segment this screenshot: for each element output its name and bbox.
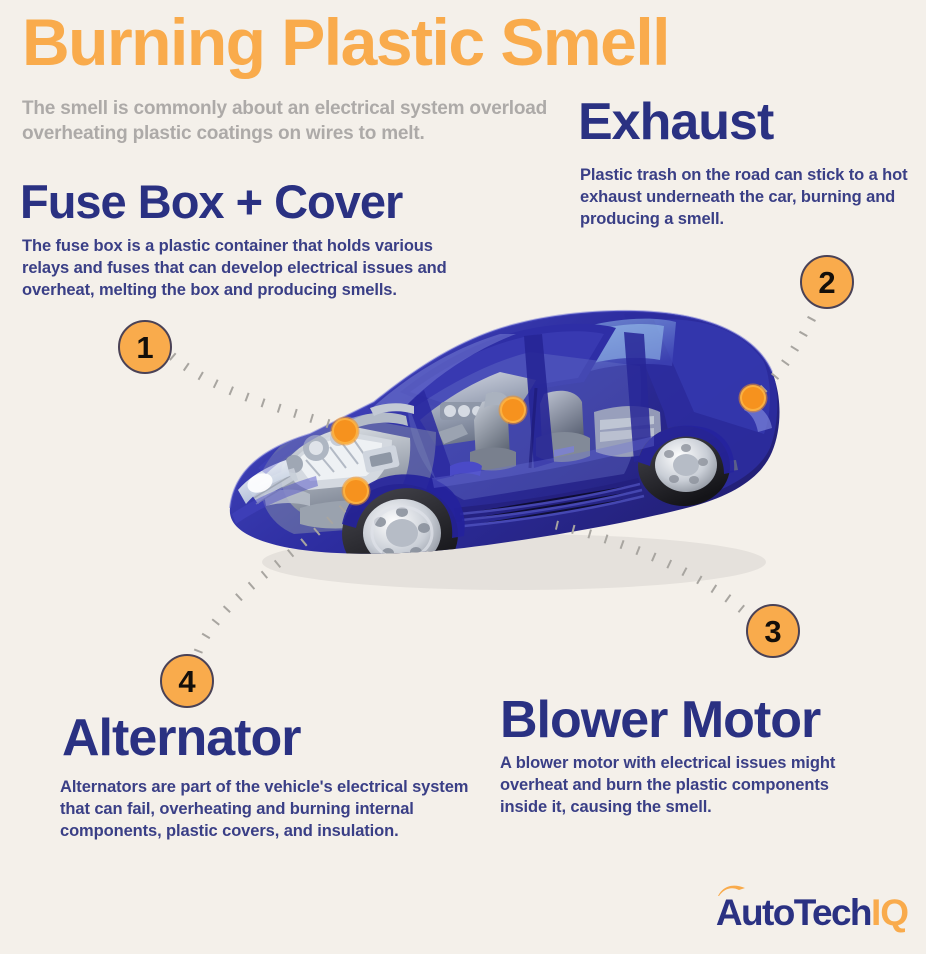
hotspot-exhaust[interactable]	[740, 385, 766, 411]
section-body-alternator: Alternators are part of the vehicle's el…	[60, 778, 469, 841]
autotechiq-logo[interactable]: AutoTech IQ	[716, 885, 909, 934]
section-body-fuse-box: The fuse box is a plastic container that…	[22, 237, 447, 300]
car-cutaway-illustration	[224, 262, 792, 654]
front-wheel	[342, 484, 458, 554]
logo-text-autotech: AutoTech	[716, 885, 873, 934]
page-subtitle: The smell is commonly about an electrica…	[22, 98, 548, 145]
logo-swoosh-icon	[717, 885, 745, 896]
section-heading-blower-motor: Blower Motor	[500, 691, 821, 749]
hotspot-blower-motor[interactable]	[500, 397, 526, 423]
page-title: Burning Plastic Smell	[22, 5, 671, 79]
section-body-blower-motor: A blower motor with electrical issues mi…	[500, 754, 836, 817]
logo-text-iq: IQ	[870, 892, 909, 933]
section-heading-alternator: Alternator	[62, 709, 301, 767]
badge-3[interactable]: 3	[746, 604, 800, 658]
section-heading-exhaust: Exhaust	[578, 93, 774, 151]
badge-4[interactable]: 4	[160, 654, 214, 708]
section-heading-fuse-box: Fuse Box + Cover	[20, 175, 403, 228]
section-body-exhaust: Plastic trash on the road can stick to a…	[580, 166, 908, 229]
hotspot-fuse-box[interactable]	[332, 418, 358, 444]
badge-1[interactable]: 1	[118, 320, 172, 374]
hotspot-alternator[interactable]	[343, 478, 369, 504]
badge-2[interactable]: 2	[800, 255, 854, 309]
